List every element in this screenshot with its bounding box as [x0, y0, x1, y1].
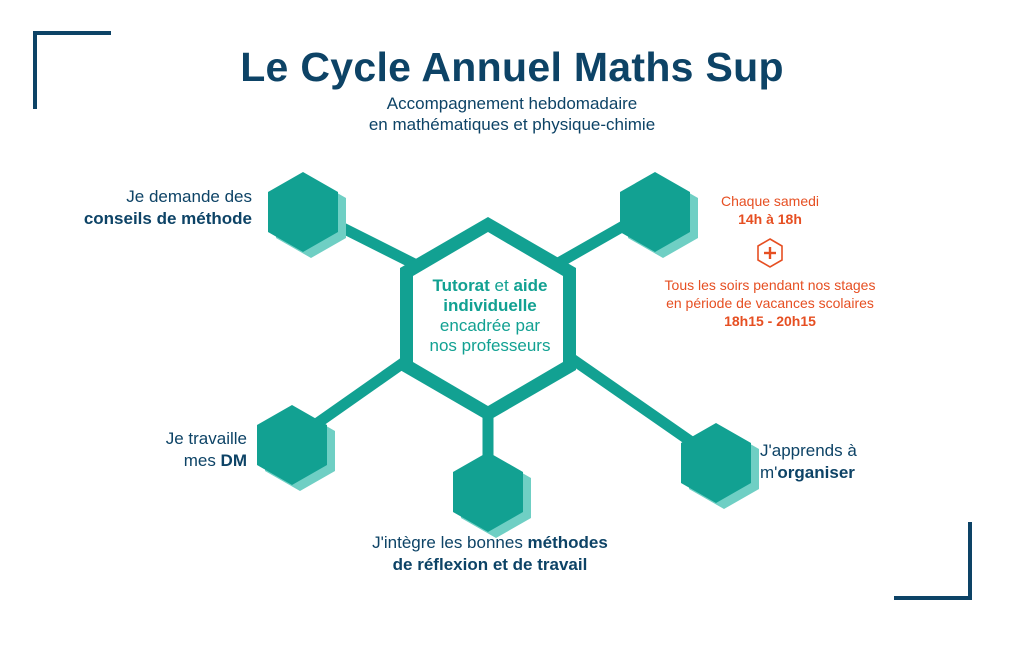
center-line-4: nos professeurs: [429, 336, 551, 355]
hex-node-top-right: [620, 172, 698, 258]
label-bottom-left: Je travaille mes DM: [165, 429, 247, 470]
hex-body: [620, 172, 690, 252]
schedule-info: Chaque samedi 14h à 18h Tous les soirs p…: [620, 192, 920, 330]
central-hexagon-inner: [413, 232, 563, 406]
page-title: Le Cycle Annuel Maths Sup: [240, 44, 784, 90]
hex-node-bottom: [453, 452, 531, 538]
hex-node-bottom-right: [681, 423, 759, 509]
hex-node-bottom-left: [257, 405, 335, 491]
hex-body: [268, 172, 338, 252]
hex-body: [257, 405, 327, 485]
hex-body: [453, 452, 523, 532]
corner-frame-top-left: [33, 31, 111, 109]
hex-node-top-left: [268, 172, 346, 258]
plus-hexagon-icon: [757, 238, 783, 268]
schedule-line-5: 18h15 - 20h15: [724, 313, 816, 329]
label-bottom-right: J'apprends à m'organiser: [760, 441, 857, 482]
schedule-line-4: en période de vacances scolaires: [666, 295, 874, 311]
subtitle-line-2: en mathématiques et physique-chimie: [368, 115, 656, 134]
label-bottom: J'intègre les bonnes méthodes de réflexi…: [372, 533, 608, 574]
plus-separator: [620, 238, 920, 268]
central-hexagon-text: Tutorat et aide individuelle encadrée pa…: [400, 276, 580, 356]
corner-frame-bottom-right: [894, 522, 972, 600]
center-line-1: Tutorat et aide: [432, 276, 548, 295]
center-line-2: individuelle: [443, 296, 537, 315]
label-top-left: Je demande des conseils de méthode: [83, 187, 252, 228]
page-subtitle: Accompagnement hebdomadaire en mathémati…: [0, 93, 1024, 135]
hex-body: [681, 423, 751, 503]
center-line-3: encadrée par: [439, 316, 541, 335]
subtitle-line-1: Accompagnement hebdomadaire: [386, 94, 638, 113]
schedule-line-2: 14h à 18h: [738, 211, 802, 227]
schedule-line-1: Chaque samedi: [720, 193, 820, 209]
central-hexagon: [400, 217, 576, 421]
schedule-line-3: Tous les soirs pendant nos stages: [664, 277, 876, 293]
